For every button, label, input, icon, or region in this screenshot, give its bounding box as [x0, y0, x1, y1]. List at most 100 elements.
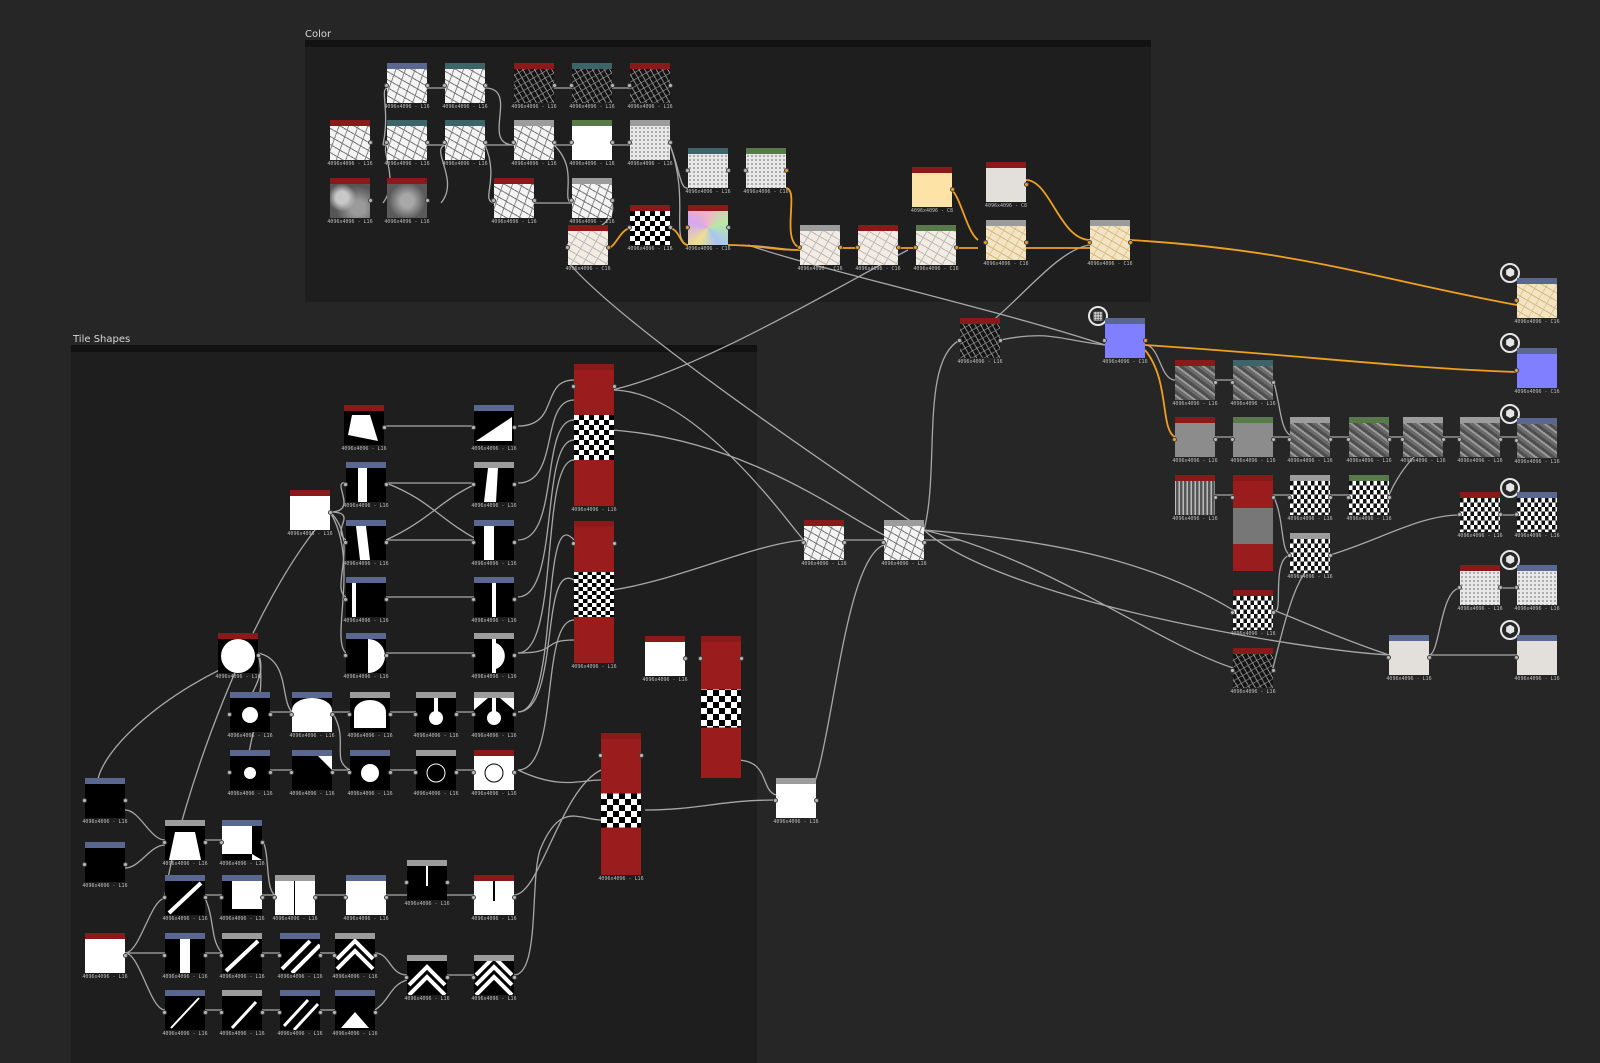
- node-flood-fill-to-random-color[interactable]: 4096x4096 - C16: [685, 205, 731, 253]
- output-port[interactable]: [203, 1010, 208, 1015]
- input-port[interactable]: [1287, 437, 1292, 442]
- node-transformation-2d[interactable]: 4096x4096 - L16: [227, 750, 273, 798]
- input-port[interactable]: [855, 245, 860, 250]
- input-port[interactable]: [347, 770, 352, 775]
- input-port[interactable]: [801, 540, 806, 545]
- node-blend[interactable]: 4096x4096 - L16: [1287, 417, 1333, 465]
- input-port[interactable]: [1230, 610, 1235, 615]
- input-port[interactable]: [442, 140, 447, 145]
- input-port[interactable]: [227, 712, 232, 717]
- node-blend[interactable]: 4096x4096 - L16: [413, 692, 459, 740]
- output-port[interactable]: [1498, 437, 1503, 442]
- output-port[interactable]: [512, 482, 517, 487]
- output-port[interactable]: [739, 656, 744, 661]
- node-transformation-2d[interactable]: 4096x4096 - L16: [82, 778, 128, 826]
- input-port[interactable]: [627, 140, 632, 145]
- output-port[interactable]: [445, 975, 450, 980]
- node-transformation-2d[interactable]: 4096x4096 - L16: [162, 933, 208, 981]
- node-transformation-2d[interactable]: 4096x4096 - L16: [277, 990, 323, 1038]
- output-port[interactable]: [1213, 380, 1218, 385]
- input-port[interactable]: [983, 240, 988, 245]
- node-normal[interactable]: 4096x4096 - C16: [1102, 318, 1148, 366]
- output-port[interactable]: [328, 510, 333, 515]
- node-blend[interactable]: 4096x4096 - L16: [272, 875, 318, 923]
- node-transformation-2d[interactable]: 4096x4096 - L16: [332, 990, 378, 1038]
- input-port[interactable]: [773, 798, 778, 803]
- node-blend[interactable]: 4096x4096 - L16: [1287, 475, 1333, 523]
- node-blend[interactable]: 4096x4096 - L16: [471, 692, 517, 740]
- output-port[interactable]: [532, 198, 537, 203]
- node-blend[interactable]: 4096x4096 - L16: [471, 955, 517, 1003]
- input-port[interactable]: [569, 83, 574, 88]
- output-port[interactable]: [950, 187, 955, 192]
- node-transformation-2d[interactable]: 4096x4096 - L16: [162, 990, 208, 1038]
- output-port[interactable]: [1271, 610, 1276, 615]
- node-blend[interactable]: 4096x4096 - L16: [881, 520, 927, 568]
- output-port[interactable]: [998, 338, 1003, 343]
- output-port[interactable]: [1441, 437, 1446, 442]
- output-port[interactable]: [1498, 512, 1503, 517]
- input-port[interactable]: [1287, 495, 1292, 500]
- input-port[interactable]: [332, 1010, 337, 1015]
- input-port[interactable]: [1172, 437, 1177, 442]
- output-port[interactable]: [1271, 495, 1276, 500]
- node-directional-warp[interactable]: 4096x4096 - L16: [384, 120, 430, 168]
- node-blend[interactable]: 4096x4096 - L16: [1400, 417, 1446, 465]
- node-transformation-2d[interactable]: 4096x4096 - L16: [289, 750, 335, 798]
- input-port[interactable]: [162, 840, 167, 845]
- input-port[interactable]: [343, 540, 348, 545]
- input-port[interactable]: [598, 753, 603, 758]
- node-shape[interactable]: 4096x4096 - L16: [215, 633, 261, 681]
- input-port[interactable]: [277, 1010, 282, 1015]
- output-port[interactable]: [1328, 495, 1333, 500]
- input-port[interactable]: [343, 597, 348, 602]
- input-port[interactable]: [404, 880, 409, 885]
- output-port[interactable]: [268, 770, 273, 775]
- input-port[interactable]: [343, 653, 348, 658]
- node-levels[interactable]: 4096x4096 - L16: [1346, 475, 1392, 523]
- node-polygon-1[interactable]: 4096x4096 - L16: [341, 405, 387, 453]
- input-port[interactable]: [272, 895, 277, 900]
- output-port[interactable]: [726, 168, 731, 173]
- output-basecolor[interactable]: 4096x4096 - C16: [1514, 278, 1560, 326]
- input-port[interactable]: [685, 168, 690, 173]
- output-port[interactable]: [373, 1010, 378, 1015]
- node-blend[interactable]: 4096x4096 - L16: [471, 462, 517, 510]
- input-port[interactable]: [698, 656, 703, 661]
- output-normal[interactable]: 4096x4096 - C16: [1514, 348, 1560, 396]
- node-levels[interactable]: 4096x4096 - C16: [913, 225, 959, 273]
- output-port[interactable]: [612, 384, 617, 389]
- node-curvature-smooth[interactable]: 4096x4096 - L16: [1172, 417, 1218, 465]
- input-port[interactable]: [219, 895, 224, 900]
- input-port[interactable]: [82, 862, 87, 867]
- input-port[interactable]: [1287, 553, 1292, 558]
- input-port[interactable]: [289, 770, 294, 775]
- input-port[interactable]: [1514, 512, 1519, 517]
- output-port[interactable]: [512, 895, 517, 900]
- node-polygon-1[interactable]: 4096x4096 - L16: [287, 490, 333, 538]
- node-blend[interactable]: 4096x4096 - C16: [1087, 220, 1133, 268]
- input-port[interactable]: [685, 225, 690, 230]
- node-blur-hq-grayscale[interactable]: 4096x4096 - L16: [627, 63, 673, 111]
- input-port[interactable]: [384, 140, 389, 145]
- input-port[interactable]: [569, 140, 574, 145]
- output-port[interactable]: [384, 895, 389, 900]
- input-port[interactable]: [219, 1010, 224, 1015]
- output-port[interactable]: [425, 198, 430, 203]
- node-ambient-occlusion[interactable]: 4096x4096 - L16: [1457, 565, 1503, 613]
- node-transformation-2d[interactable]: 4096x4096 - L16: [343, 875, 389, 923]
- input-port[interactable]: [162, 1010, 167, 1015]
- output-port[interactable]: [260, 840, 265, 845]
- input-port[interactable]: [471, 540, 476, 545]
- output-port[interactable]: [1271, 437, 1276, 442]
- output-port[interactable]: [260, 895, 265, 900]
- input-port[interactable]: [1230, 668, 1235, 673]
- input-port[interactable]: [743, 168, 748, 173]
- node-blend[interactable]: 4096x4096 - L16: [162, 820, 208, 868]
- input-port[interactable]: [289, 712, 294, 717]
- node-histogram-range[interactable]: 4096x4096 - L16: [1386, 635, 1432, 683]
- output-port[interactable]: [1271, 668, 1276, 673]
- output-port[interactable]: [612, 541, 617, 546]
- frame-color-bar[interactable]: [305, 40, 1151, 47]
